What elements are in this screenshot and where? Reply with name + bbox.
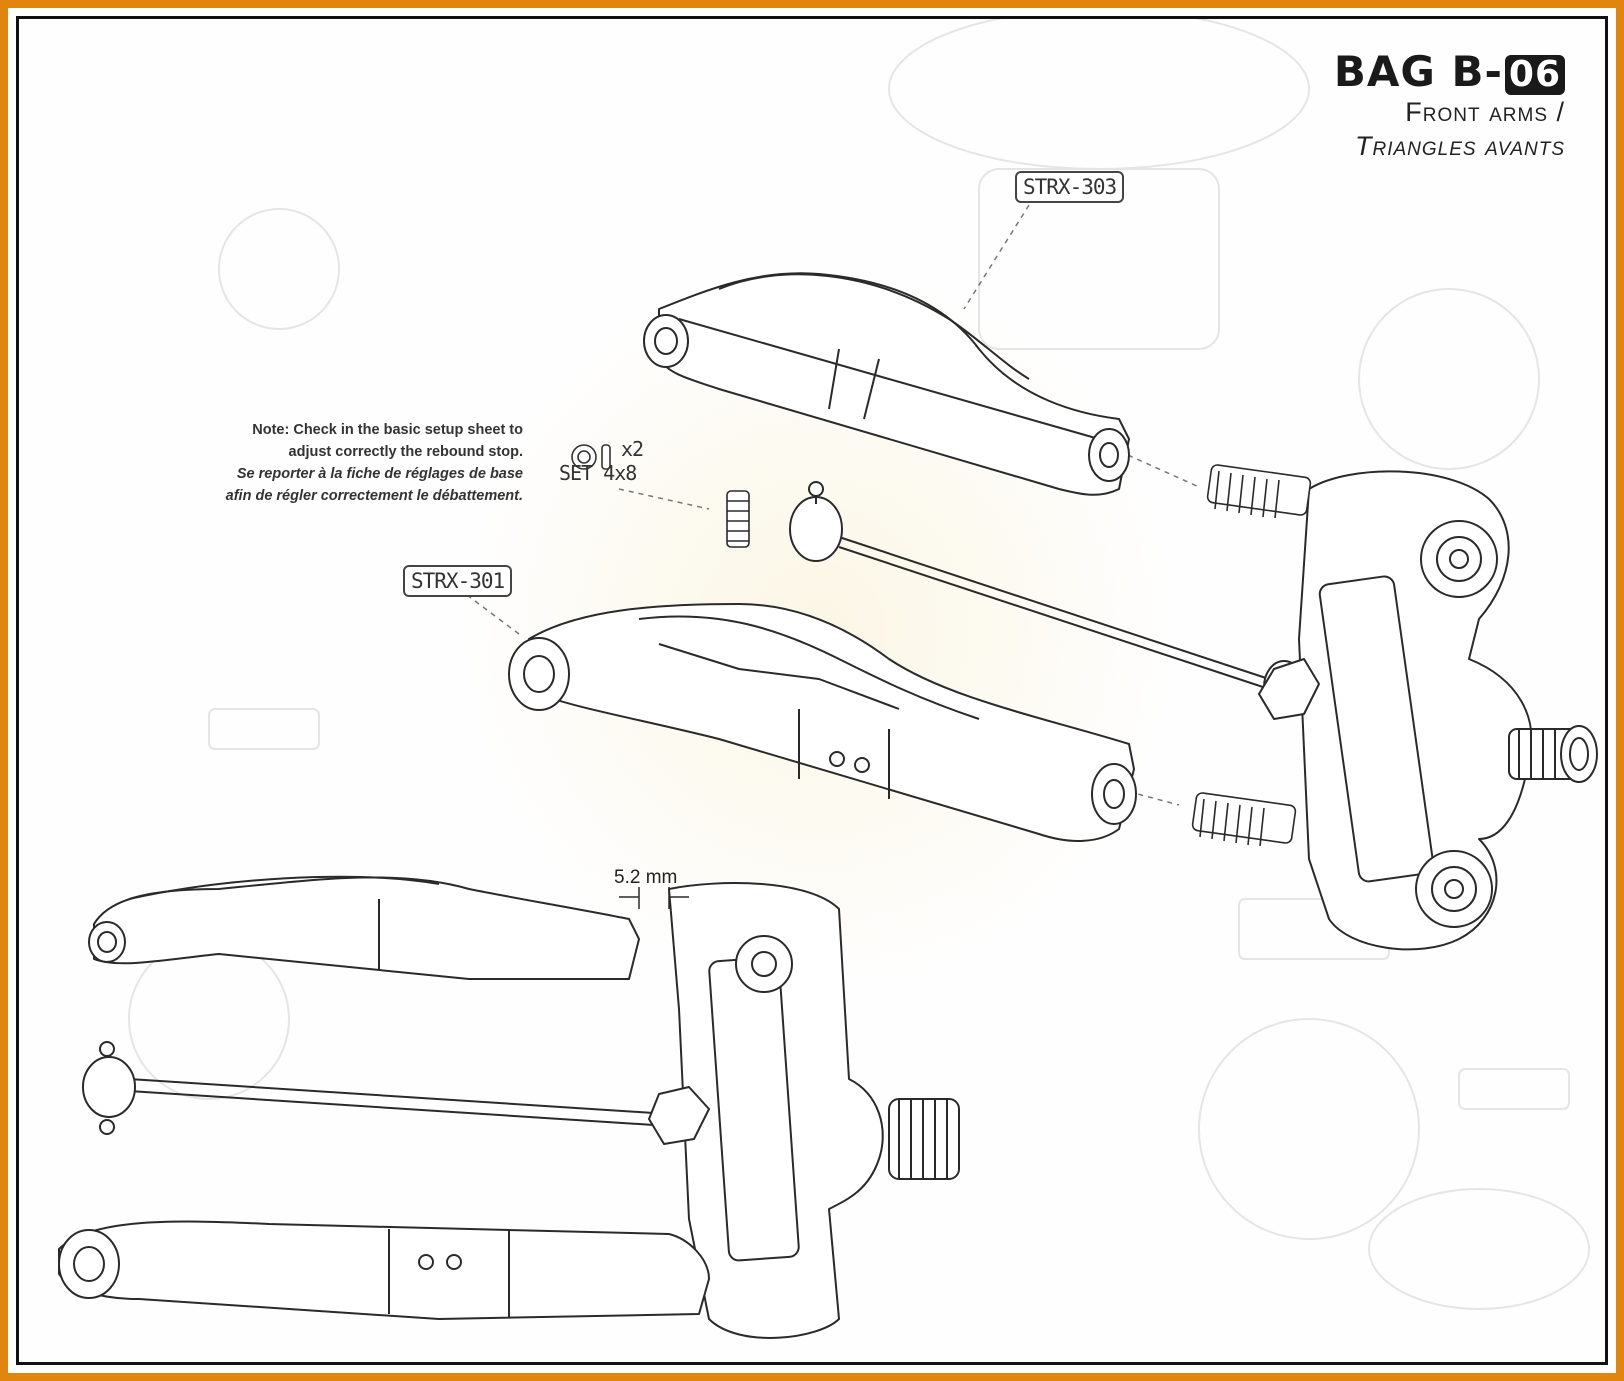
lower-arm-301 — [508, 603, 1137, 842]
bag-number-badge: 06 — [1504, 55, 1565, 95]
subtitle-en: Front arms / — [1405, 97, 1565, 127]
set-screw-part — [726, 490, 750, 548]
bag-title: BAG B-06 — [1334, 49, 1565, 95]
hub-carrier-exploded — [1258, 470, 1598, 951]
setup-note: Note: Check in the basic setup sheet to … — [226, 419, 523, 507]
note-line-1: Note: Check in the basic setup sheet to — [252, 422, 523, 438]
part-tag-strx-301: STRX-301 — [403, 565, 513, 597]
hinge-pins — [1191, 464, 1312, 847]
bag-prefix: BAG B- — [1333, 47, 1503, 96]
upper-arm-303 — [643, 272, 1130, 496]
hardware-label: x2 SET 4x8 — [559, 437, 644, 485]
diagram-area: ​ — [16, 16, 1608, 1365]
assembled-view — [58, 875, 960, 1339]
part-tag-strx-303: STRX-303 — [1015, 171, 1125, 203]
note-line-2: adjust correctly the rebound stop. — [288, 444, 523, 460]
note-line-3: Se reporter à la fiche de réglages de ba… — [236, 466, 523, 482]
dimension-marker — [619, 887, 689, 909]
hardware-icon — [571, 444, 611, 470]
assembly-drawing — [58, 19, 1598, 1339]
ghost-artwork — [128, 19, 1590, 1310]
bag-header: BAG B-06 Front arms / Triangles avants — [1334, 49, 1565, 163]
note-line-4: afin de régler correctement le débatteme… — [225, 488, 523, 504]
hardware-name: SET 4x8 — [559, 461, 637, 485]
subtitle-fr: Triangles avants — [1354, 131, 1565, 161]
dimension-label: 5.2 mm — [614, 867, 678, 888]
hardware-qty: x2 — [621, 437, 644, 461]
